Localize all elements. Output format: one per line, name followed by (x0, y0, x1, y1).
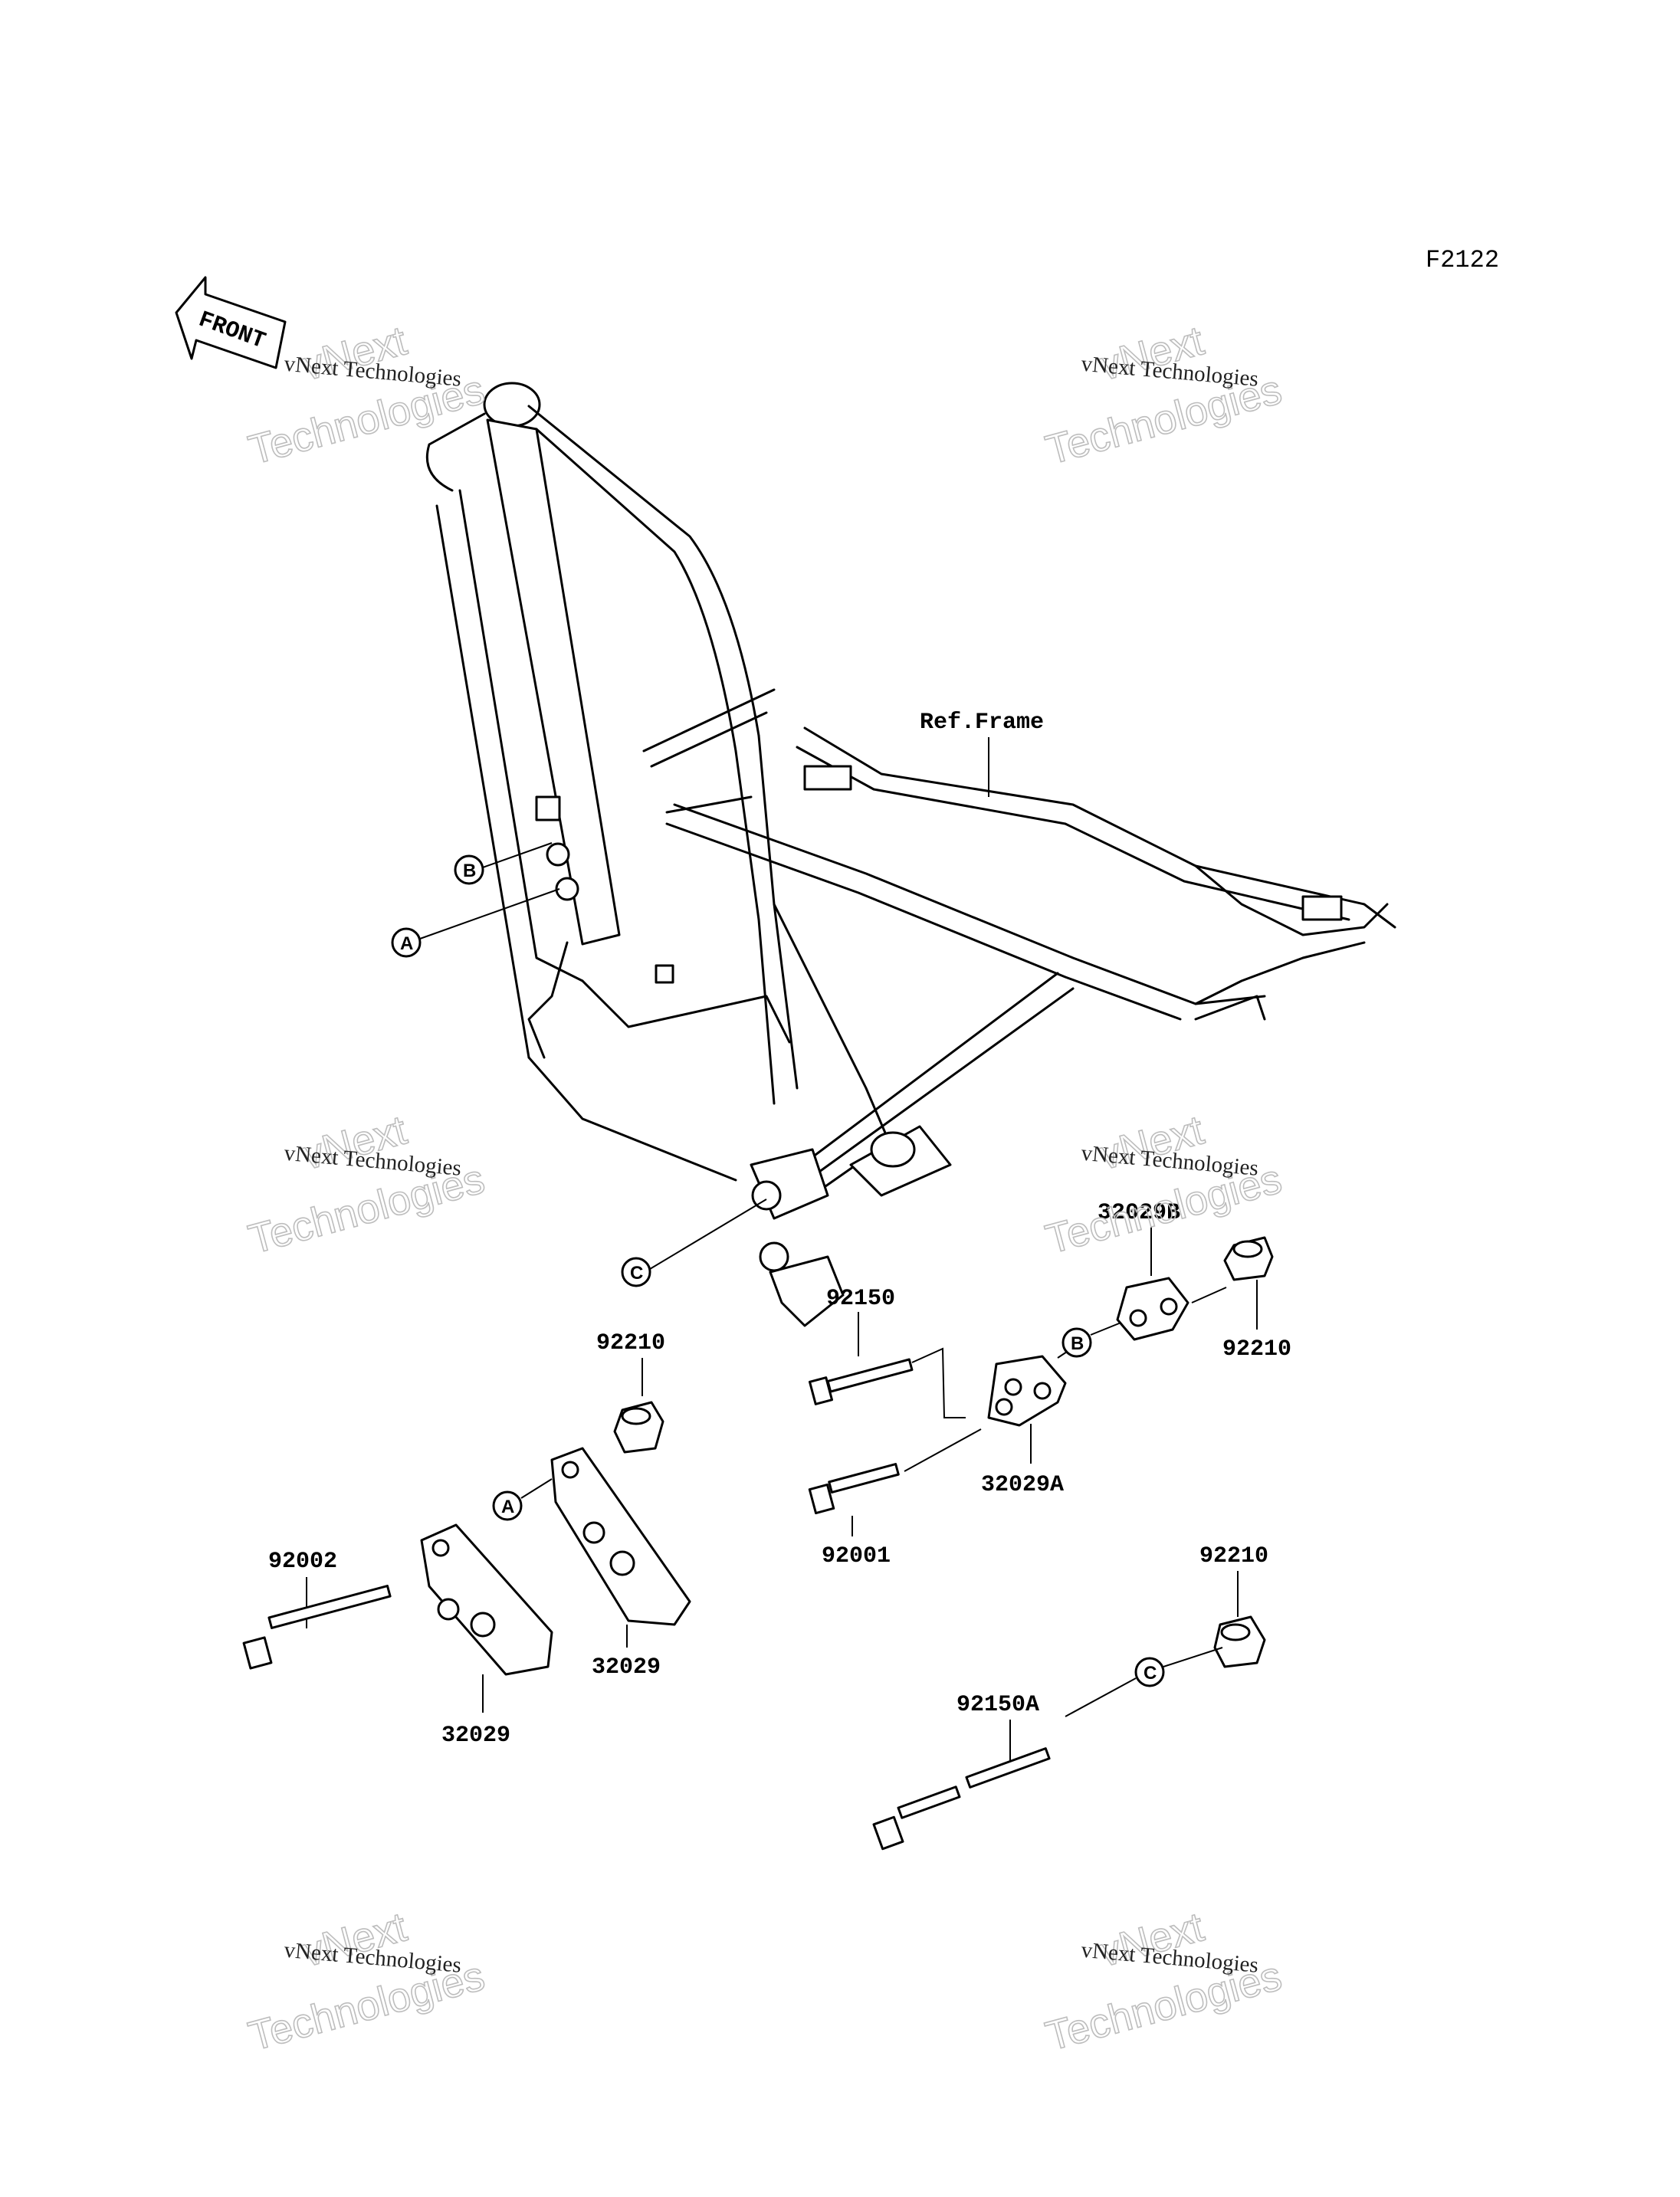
bolt-92001-icon (808, 1463, 900, 1515)
nut-92210-bottom-icon (1213, 1615, 1266, 1668)
part-92210-left-label: 92210 (596, 1330, 665, 1356)
watermark-mid-right: vNext Technologies vNext Technologies (1040, 1107, 1287, 1264)
bolt-92150-icon (808, 1358, 914, 1405)
plate-32029-lower-icon (420, 1523, 553, 1676)
part-32029-right-label: 32029 (592, 1654, 661, 1681)
callout-b-frame: B (454, 842, 553, 885)
part-32029-left-label: 32029 (441, 1723, 510, 1749)
bracket-32029A-icon (987, 1355, 1067, 1427)
part-92002-label: 92002 (268, 1549, 337, 1575)
callout-a-frame: A (391, 888, 560, 958)
watermark-mid-left: vNext Technologies vNext Technologies (243, 1107, 490, 1264)
watermark-bottom-right: vNext Technologies vNext Technologies (1040, 1904, 1287, 2061)
nut-92210-right-icon (1223, 1236, 1274, 1281)
front-arrow-icon: FRONT (175, 276, 287, 369)
svg-text:A: A (400, 933, 413, 954)
svg-text:A: A (501, 1497, 514, 1517)
bolt-92002-icon (242, 1585, 392, 1670)
part-32029A-label: 32029A (981, 1472, 1064, 1498)
part-92150A-label: 92150A (956, 1692, 1039, 1718)
svg-text:C: C (1144, 1663, 1157, 1684)
svg-text:B: B (1071, 1333, 1084, 1354)
callout-c-frame: C (621, 1199, 767, 1287)
32029B-to-92210-line (1191, 1287, 1227, 1303)
watermark-top-right: vNext Technologies vNext Technologies (1040, 317, 1287, 474)
part-92210-right-label: 92210 (1222, 1336, 1291, 1362)
92001-to-32029A-line (904, 1428, 982, 1472)
svg-text:C: C (630, 1263, 643, 1284)
stud-92150A-icon (872, 1747, 1051, 1851)
plate-32029-upper-icon (550, 1447, 691, 1626)
part-92150-label: 92150 (826, 1286, 895, 1312)
92150-to-32029A-line (911, 1347, 966, 1418)
frame-reference-label: Ref.Frame (920, 710, 1044, 736)
diagram-code: F2122 (1426, 246, 1499, 274)
part-92001-label: 92001 (822, 1543, 891, 1569)
motorcycle-frame (425, 382, 1396, 1327)
callout-b-bracket: B (1057, 1321, 1124, 1359)
watermark-bottom-left: vNext Technologies vNext Technologies (243, 1904, 490, 2061)
callout-a-plates: A (492, 1478, 553, 1521)
part-32029B-label: 32029B (1098, 1200, 1180, 1226)
nut-92210-left-icon (613, 1401, 664, 1454)
bracket-32029B-icon (1116, 1277, 1189, 1341)
part-92210-bottom-label: 92210 (1199, 1543, 1268, 1569)
callout-c-stud: C (1065, 1647, 1223, 1717)
svg-text:B: B (463, 861, 476, 881)
